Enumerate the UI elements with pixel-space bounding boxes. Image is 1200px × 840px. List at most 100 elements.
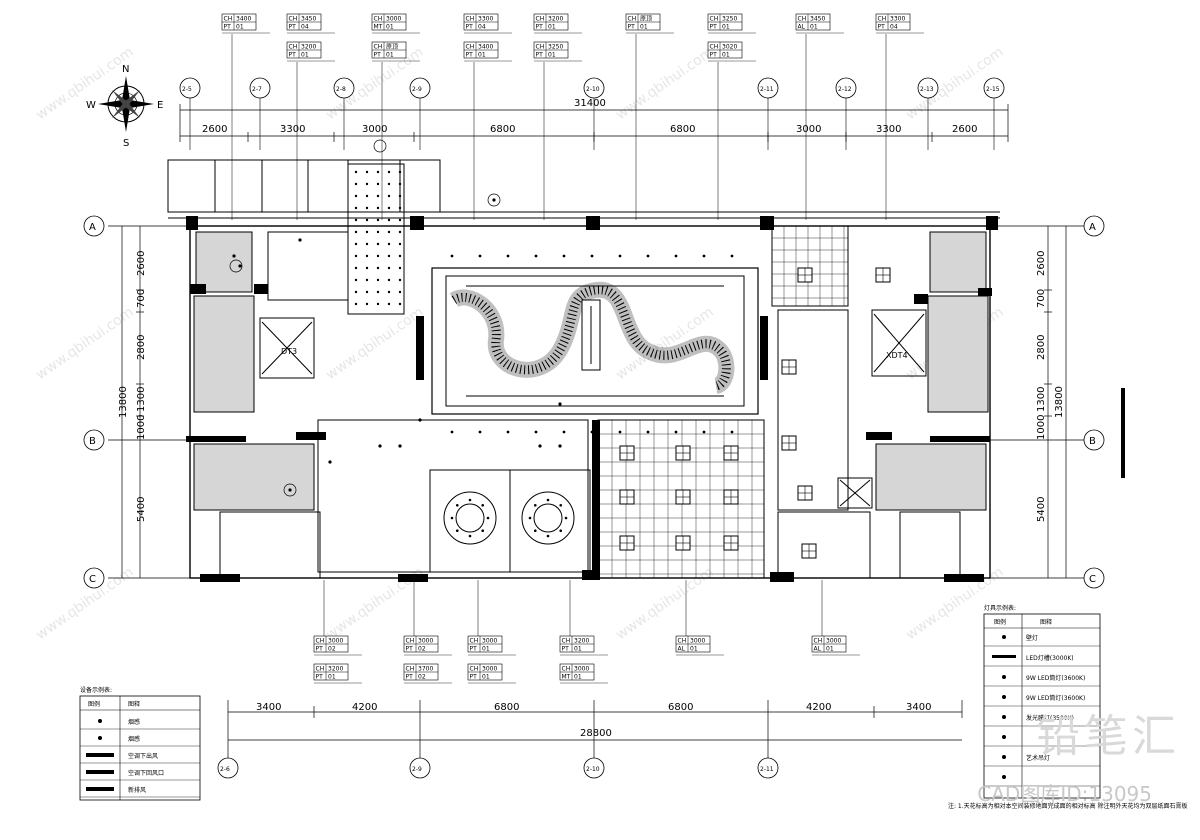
downlight bbox=[478, 254, 482, 258]
tag-code: CH bbox=[224, 16, 233, 23]
downlight bbox=[506, 430, 510, 434]
downlight bbox=[534, 430, 538, 434]
tag-value: 01 bbox=[482, 674, 490, 681]
legend-symbol bbox=[1002, 695, 1006, 699]
downlight bbox=[398, 266, 402, 270]
tag-code: CH bbox=[466, 44, 475, 51]
downlight bbox=[376, 242, 380, 246]
axis-bubble bbox=[249, 77, 271, 99]
downlight bbox=[468, 498, 472, 502]
downlight bbox=[376, 194, 380, 198]
row-bubble bbox=[83, 215, 105, 237]
legend-header: 图释 bbox=[128, 700, 140, 708]
downlight bbox=[506, 254, 510, 258]
legend-header: 图例 bbox=[994, 618, 1006, 626]
bottom-total-dimension: 28800 bbox=[580, 728, 612, 739]
downlight bbox=[387, 266, 391, 270]
tag-code: CH bbox=[289, 44, 298, 51]
tag-code: CH bbox=[798, 16, 807, 23]
tag-value: 3700 bbox=[418, 666, 433, 673]
downlight-grid bbox=[229, 139, 734, 538]
pendant-marker bbox=[487, 193, 501, 207]
tag-value: 3400 bbox=[478, 44, 493, 51]
axis-bubble bbox=[917, 77, 939, 99]
downlight bbox=[354, 302, 358, 306]
dim-label: 3400 bbox=[256, 702, 281, 713]
tag-value: 3000 bbox=[574, 666, 589, 673]
tag-value: 3000 bbox=[826, 638, 841, 645]
tag-value: 01 bbox=[386, 24, 394, 31]
downlight bbox=[562, 430, 566, 434]
downlight bbox=[528, 516, 532, 520]
downlight bbox=[238, 264, 242, 268]
legend-text: 烟感 bbox=[128, 718, 140, 726]
tag-value: 3450 bbox=[301, 16, 316, 23]
downlight bbox=[398, 206, 402, 210]
dim-label: 2800 bbox=[136, 335, 147, 360]
tag-code: CH bbox=[878, 16, 887, 23]
downlight bbox=[562, 254, 566, 258]
downlight bbox=[450, 430, 454, 434]
left-dimension-chain bbox=[108, 225, 200, 579]
downlight bbox=[365, 266, 369, 270]
downlight bbox=[232, 254, 236, 258]
dim-label: 4200 bbox=[806, 702, 831, 713]
downlight bbox=[376, 302, 380, 306]
downlight bbox=[387, 278, 391, 282]
downlight bbox=[674, 254, 678, 258]
downlight bbox=[288, 488, 292, 492]
downlight bbox=[298, 238, 302, 242]
downlight bbox=[354, 266, 358, 270]
general-note: 注: 1.天花标高为相对本空间装修地面完成面的相对标高 除注明外天花均为双层纸面… bbox=[948, 802, 1188, 810]
top-total-dimension: 31400 bbox=[574, 98, 606, 109]
downlight bbox=[730, 254, 734, 258]
tag-code: CH bbox=[406, 666, 415, 673]
legend-symbol bbox=[98, 736, 102, 740]
downlight bbox=[398, 170, 402, 174]
dim-label: 5400 bbox=[136, 497, 147, 522]
downlight bbox=[365, 206, 369, 210]
downlight bbox=[328, 460, 332, 464]
building-plan bbox=[167, 159, 1000, 579]
downlight bbox=[387, 302, 391, 306]
axis-bubble bbox=[333, 77, 355, 99]
pendant-marker bbox=[373, 139, 387, 153]
tag-value: 3300 bbox=[478, 16, 493, 23]
downlight bbox=[387, 170, 391, 174]
downlight bbox=[398, 444, 402, 448]
row-label: C bbox=[89, 574, 96, 585]
dim-label: 5400 bbox=[1036, 497, 1047, 522]
legend-text: 9W LED筒灯(3600K) bbox=[1026, 694, 1085, 702]
tag-value: 01 bbox=[301, 52, 309, 59]
legend-symbol bbox=[1002, 775, 1006, 779]
dim-label: 2600 bbox=[202, 124, 227, 135]
tag-value: 3400 bbox=[236, 16, 251, 23]
legend-symbol bbox=[1002, 755, 1006, 759]
downlight bbox=[365, 242, 369, 246]
axis-label: 2-5 bbox=[182, 86, 192, 93]
downlight bbox=[398, 290, 402, 294]
tag-code: CH bbox=[710, 16, 719, 23]
watermark-url: www.qbihui.com bbox=[33, 304, 137, 383]
tag-value: 01 bbox=[826, 646, 834, 653]
left-dimension-labels: 13800 2600 700 2800 1300 1000 5400 bbox=[118, 251, 147, 522]
downlight bbox=[618, 430, 622, 434]
tag-value: 3000 bbox=[328, 638, 343, 645]
tag-value: 3250 bbox=[722, 16, 737, 23]
top-segment-labels: 2600 3300 3000 6800 6800 3000 3300 2600 bbox=[202, 124, 977, 135]
tag-code: PT bbox=[316, 674, 324, 681]
tag-code: CH bbox=[536, 16, 545, 23]
downlight bbox=[376, 182, 380, 186]
downlight bbox=[546, 534, 550, 538]
downlight bbox=[376, 170, 380, 174]
